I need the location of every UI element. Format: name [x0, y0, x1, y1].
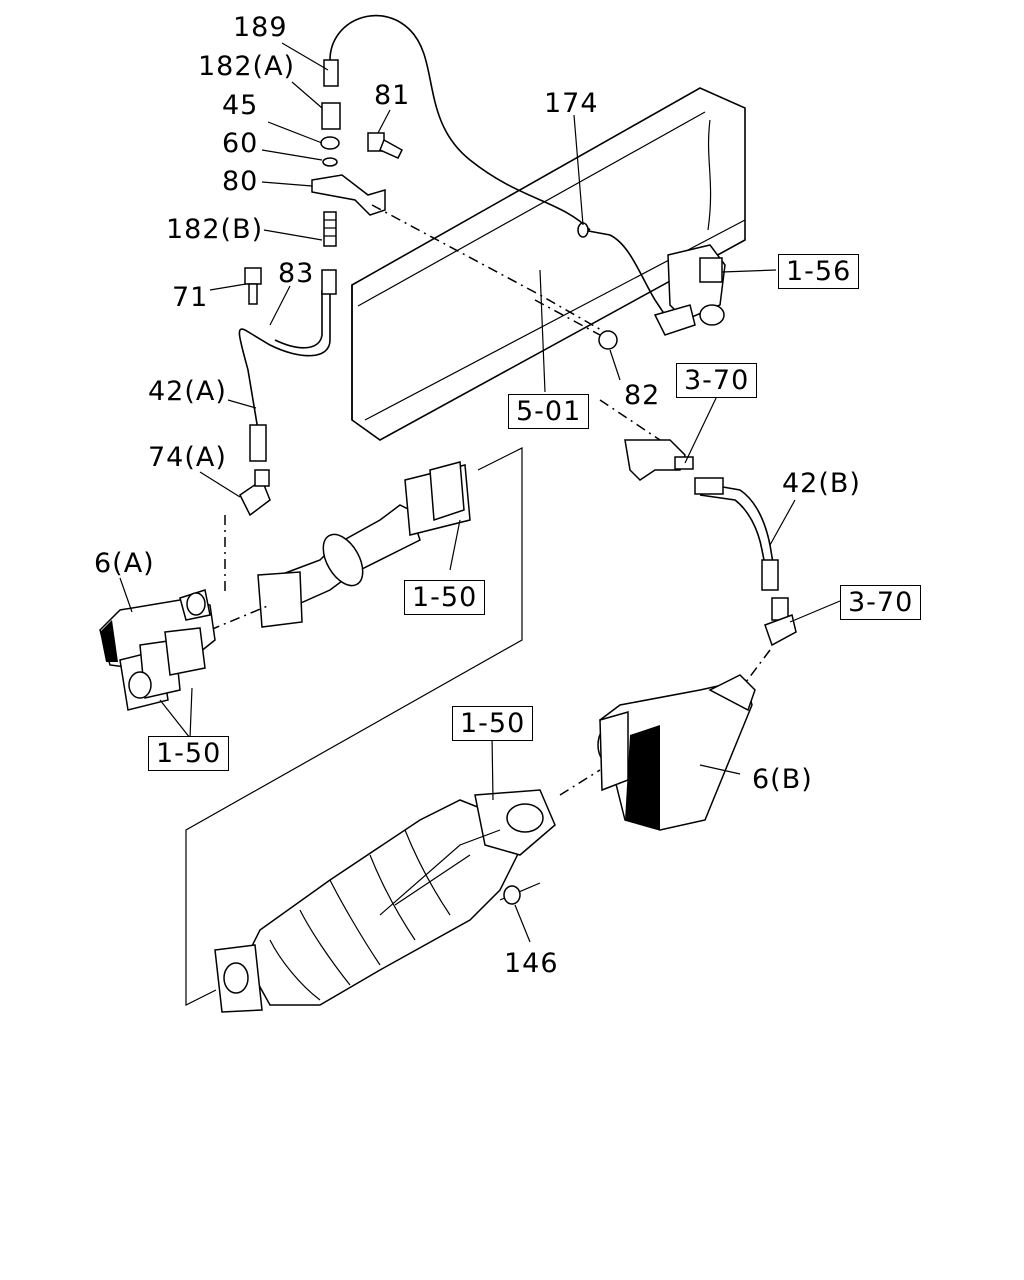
ref-1-56[interactable]: 1-56	[778, 254, 860, 289]
label-80: 80	[222, 166, 259, 197]
leader-lines	[119, 42, 841, 943]
label-6b: 6(B)	[752, 764, 813, 795]
bolt-71	[244, 267, 262, 305]
ref-3-70-upper[interactable]: 3-70	[676, 363, 758, 398]
sensor-hose-189	[329, 14, 591, 231]
exhaust-pipe-upper	[257, 461, 471, 628]
nut-82	[598, 330, 618, 350]
label-45: 45	[222, 90, 259, 121]
sensor-module-156	[653, 244, 726, 336]
sensor-pipe-174	[582, 229, 666, 316]
ref-1-50-dpd[interactable]: 1-50	[452, 706, 534, 741]
bracket-80	[311, 174, 386, 216]
fitting-stack	[320, 59, 341, 247]
label-146: 146	[504, 948, 559, 979]
label-60: 60	[222, 128, 259, 159]
label-71: 71	[172, 282, 209, 313]
label-81: 81	[374, 80, 411, 111]
label-74a: 74(A)	[148, 442, 227, 473]
tee-fitting-lower	[764, 597, 797, 647]
label-83: 83	[278, 258, 315, 289]
label-42b: 42(B)	[782, 468, 861, 499]
label-6a: 6(A)	[94, 548, 155, 579]
label-42a: 42(A)	[148, 376, 227, 407]
bolt-81	[367, 132, 403, 159]
ref-3-70-lower[interactable]: 3-70	[840, 585, 922, 620]
ref-1-50-left[interactable]: 1-50	[148, 736, 230, 771]
hose-42a	[238, 290, 331, 431]
elbow-6b	[597, 674, 756, 831]
hose-42b	[699, 482, 776, 576]
label-182a: 182(A)	[198, 51, 296, 82]
label-82: 82	[624, 380, 661, 411]
label-182b: 182(B)	[166, 214, 264, 245]
nut-146	[503, 885, 521, 905]
tee-fitting-upper	[624, 439, 694, 481]
ref-1-50-upper[interactable]: 1-50	[404, 580, 486, 615]
label-174: 174	[544, 88, 599, 119]
ref-5-01[interactable]: 5-01	[508, 394, 590, 429]
label-189: 189	[233, 12, 288, 43]
dpd-converter	[214, 789, 556, 1013]
elbow-6a	[99, 589, 216, 711]
